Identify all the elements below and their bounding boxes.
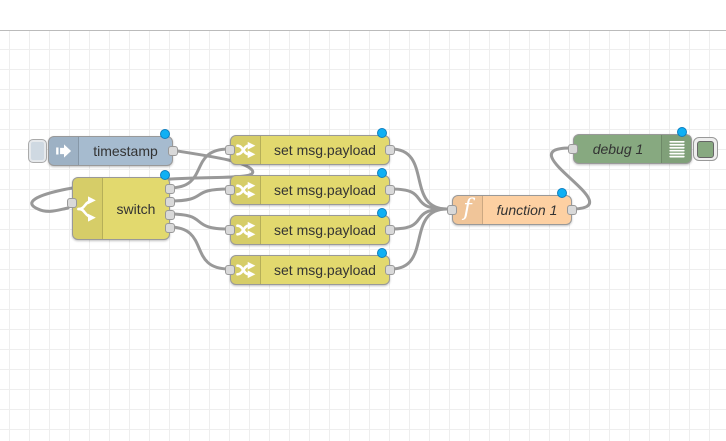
wire-change4-function[interactable] bbox=[389, 207, 449, 271]
input-port[interactable] bbox=[447, 205, 457, 215]
inject-icon bbox=[49, 137, 79, 165]
output-port[interactable] bbox=[385, 185, 395, 195]
output-port-1[interactable] bbox=[165, 184, 175, 194]
output-port-2[interactable] bbox=[165, 197, 175, 207]
node-label: switch bbox=[116, 200, 156, 217]
changed-indicator bbox=[377, 168, 387, 178]
changed-indicator bbox=[160, 170, 170, 180]
node-inject-timestamp[interactable]: timestamp bbox=[28, 129, 178, 166]
node-change-1[interactable]: set msg.payload bbox=[225, 128, 395, 165]
wire-switch3-change3[interactable] bbox=[167, 212, 231, 231]
input-port[interactable] bbox=[568, 144, 578, 154]
output-port[interactable] bbox=[385, 225, 395, 235]
wire-switch1-change1[interactable] bbox=[167, 147, 231, 190]
node-switch[interactable]: switch bbox=[67, 170, 175, 240]
node-label: set msg.payload bbox=[274, 182, 376, 198]
node-label: set msg.payload bbox=[274, 262, 376, 278]
inject-button[interactable] bbox=[28, 139, 47, 163]
switch-icon bbox=[73, 178, 103, 239]
node-change-2[interactable]: set msg.payload bbox=[225, 168, 395, 205]
output-port[interactable] bbox=[168, 146, 178, 156]
wire-switch2-change2[interactable] bbox=[167, 187, 231, 203]
node-label: debug 1 bbox=[592, 141, 644, 157]
output-port[interactable] bbox=[385, 145, 395, 155]
input-port[interactable] bbox=[225, 145, 235, 155]
changed-indicator bbox=[377, 128, 387, 138]
changed-indicator bbox=[377, 208, 387, 218]
wire-change1-function[interactable] bbox=[389, 147, 449, 211]
function-icon: f bbox=[453, 196, 483, 224]
node-change-4[interactable]: set msg.payload bbox=[225, 248, 395, 285]
changed-indicator bbox=[160, 129, 170, 139]
node-label: set msg.payload bbox=[274, 222, 376, 238]
change-icon bbox=[231, 136, 261, 164]
input-port[interactable] bbox=[225, 225, 235, 235]
input-port[interactable] bbox=[225, 185, 235, 195]
node-label: timestamp bbox=[93, 143, 158, 159]
input-port[interactable] bbox=[67, 198, 77, 208]
wire-function-debug[interactable] bbox=[550, 146, 591, 211]
input-port[interactable] bbox=[225, 265, 235, 275]
debug-icon bbox=[661, 135, 691, 163]
wire-change2-function[interactable] bbox=[389, 187, 449, 211]
change-icon bbox=[231, 176, 261, 204]
node-function[interactable]: f function 1 bbox=[447, 188, 577, 225]
node-debug[interactable]: debug 1 bbox=[568, 127, 718, 164]
node-change-3[interactable]: set msg.payload bbox=[225, 208, 395, 245]
change-icon bbox=[231, 216, 261, 244]
change-icon bbox=[231, 256, 261, 284]
changed-indicator bbox=[377, 248, 387, 258]
node-label: set msg.payload bbox=[274, 142, 376, 158]
output-port[interactable] bbox=[385, 265, 395, 275]
debug-toggle-button[interactable] bbox=[693, 137, 718, 161]
wire-change3-function[interactable] bbox=[389, 207, 449, 231]
changed-indicator bbox=[557, 188, 567, 198]
wire-switch4-change4[interactable] bbox=[167, 225, 231, 271]
output-port-3[interactable] bbox=[165, 210, 175, 220]
changed-indicator bbox=[677, 127, 687, 137]
debug-toggle-inner bbox=[697, 140, 714, 158]
output-port-4[interactable] bbox=[165, 223, 175, 233]
output-port[interactable] bbox=[567, 205, 577, 215]
node-label: function 1 bbox=[496, 202, 558, 218]
